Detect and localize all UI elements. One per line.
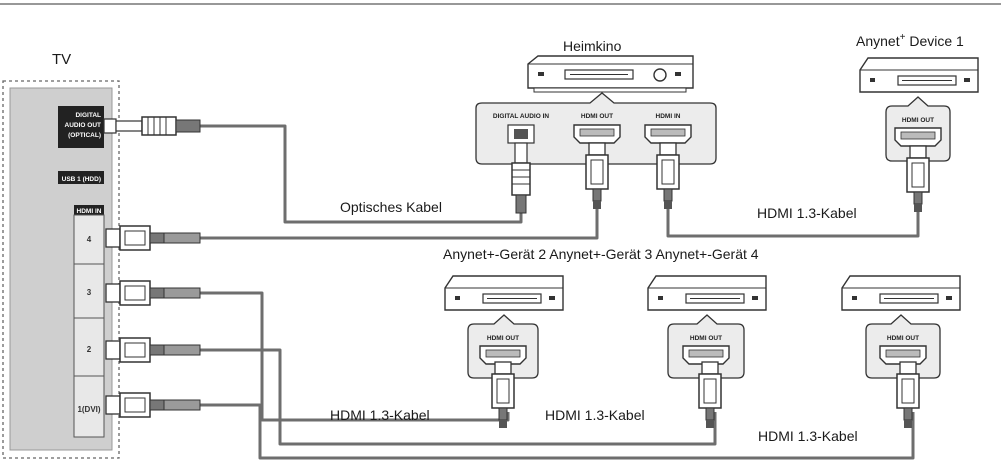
tv-hdmi-in-block: HDMI IN 4 3 2 1(DVI) — [73, 205, 105, 438]
device2-hdmi-out-label: HDMI OUT — [487, 335, 519, 342]
hdmi-plug-device3 — [698, 361, 722, 428]
hdmi-kabel-label-1: HDMI 1.3-Kabel — [330, 407, 430, 423]
device1-hdmi-out-label: HDMI OUT — [902, 117, 934, 124]
hdmi-plug-tv-port3 — [105, 280, 201, 306]
hdmi-kabel-label-2: HDMI 1.3-Kabel — [545, 407, 645, 423]
svg-text:DIGITAL: DIGITAL — [75, 112, 101, 119]
tv-hdmi-port-2: 2 — [87, 345, 92, 354]
anynet-geraete-row-label: Anynet+-Gerät 2 Anynet+-Gerät 3 Anynet+-… — [443, 246, 759, 262]
anynet-device-3 — [647, 275, 767, 311]
usb-port: USB 1 (HDD) — [58, 171, 104, 184]
anynet-device-2 — [444, 275, 564, 311]
tv-hdmi-port-4: 4 — [87, 235, 92, 244]
optical-plug-tv — [103, 116, 201, 136]
tv-hdmi-port-1-dvi: 1(DVI) — [77, 405, 100, 414]
optical-cable — [198, 124, 523, 224]
cables — [196, 124, 920, 460]
tv-hdmi-port-3: 3 — [87, 288, 92, 297]
anynet-device1-label: Anynet+ Device 1 — [856, 32, 964, 49]
cable-tv1-device4 — [196, 403, 915, 460]
cable-tv3-device2 — [196, 291, 510, 422]
device2-port-panel: HDMI OUT — [467, 314, 539, 379]
device4-port-panel: HDMI OUT — [865, 314, 941, 379]
hdmi-plug-tv-port2 — [105, 337, 201, 363]
hdmi-plug-device2 — [491, 361, 515, 428]
anynet-device-1 — [859, 57, 979, 93]
dig-audio-in-label: DIGITAL AUDIO IN — [493, 113, 550, 120]
optical-plug-heimkino — [511, 142, 531, 214]
hdmi-plug-tv-port1 — [105, 392, 201, 418]
optisches-kabel-label: Optisches Kabel — [340, 199, 442, 215]
hdmi-plug-heimkino-out — [585, 142, 609, 209]
heimkino-hdmi-in-label: HDMI IN — [656, 113, 681, 120]
hdmi-kabel-top-label: HDMI 1.3-Kabel — [757, 205, 857, 221]
tv-label: TV — [52, 51, 71, 68]
hdmi-plug-device1 — [906, 145, 930, 212]
device1-port-panel: HDMI OUT — [885, 96, 951, 162]
hdmi-kabel-label-3: HDMI 1.3-Kabel — [758, 428, 858, 444]
device4-hdmi-out-label: HDMI OUT — [887, 335, 919, 342]
svg-text:HDMI IN: HDMI IN — [77, 208, 102, 215]
anynet-device-4 — [841, 275, 961, 311]
device3-port-panel: HDMI OUT — [667, 314, 745, 379]
home-theater-port-panel: DIGITAL AUDIO IN HDMI OUT HDMI IN — [475, 92, 717, 165]
cable-tv2-device3 — [196, 348, 717, 446]
cable-tv4-heimkino — [196, 208, 599, 240]
heimkino-label: Heimkino — [563, 38, 622, 54]
heimkino-hdmi-out-label: HDMI OUT — [581, 113, 613, 120]
home-theater-device — [527, 55, 694, 93]
svg-text:AUDIO OUT: AUDIO OUT — [65, 122, 102, 129]
hdmi-plug-tv-port4 — [105, 225, 201, 251]
svg-text:USB 1 (HDD): USB 1 (HDD) — [62, 176, 101, 183]
digital-audio-out-port: DIGITAL AUDIO OUT (OPTICAL) — [58, 106, 104, 148]
hdmi-plug-device4 — [896, 361, 920, 428]
svg-text:(OPTICAL): (OPTICAL) — [68, 132, 101, 139]
device3-hdmi-out-label: HDMI OUT — [690, 335, 722, 342]
hdmi-plug-heimkino-in — [656, 142, 680, 209]
cable-heimkino-device1 — [666, 208, 920, 238]
